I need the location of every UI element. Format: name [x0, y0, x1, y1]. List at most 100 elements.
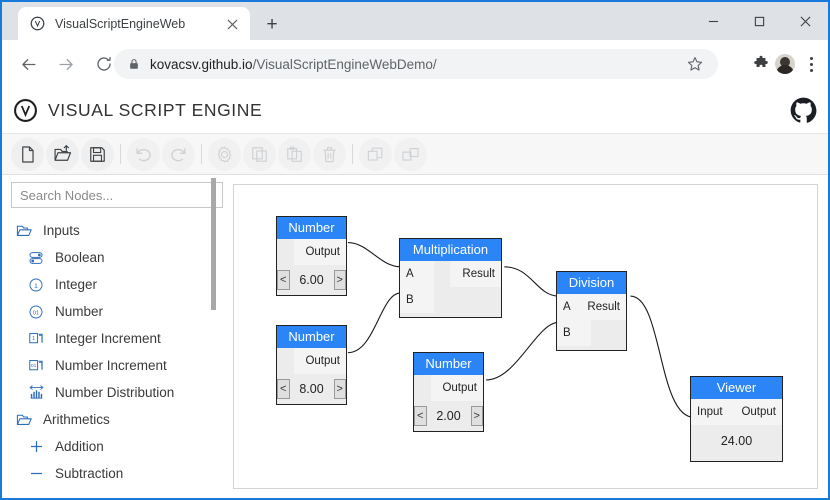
lock-icon	[128, 58, 140, 70]
node-output-slot[interactable]: Result	[450, 261, 501, 287]
node-slot-row: Output	[277, 348, 346, 374]
connection-wire[interactable]	[630, 295, 694, 418]
tree-item-number-increment[interactable]: 01 Number Increment	[2, 352, 230, 379]
increment-button[interactable]: >	[333, 270, 346, 290]
sidebar-scrollbar-track[interactable]	[211, 175, 223, 498]
tree-item-boolean[interactable]: Boolean	[2, 244, 230, 271]
connection-wire[interactable]	[347, 242, 401, 268]
tree-item-label: Boolean	[55, 250, 105, 265]
decrement-button[interactable]: <	[277, 379, 290, 399]
node-output-slot[interactable]: Output	[726, 399, 782, 425]
tree-item-label: Number Distribution	[55, 385, 175, 400]
connection-wire[interactable]	[347, 292, 401, 354]
plus-icon	[26, 437, 46, 457]
puzzle-piece-icon[interactable]	[752, 55, 770, 73]
increment-button[interactable]: >	[470, 406, 483, 426]
address-bar[interactable]: kovacsv.github.io/VisualScriptEngineWebD…	[114, 49, 718, 79]
decrement-button[interactable]: <	[277, 270, 290, 290]
browser-tab[interactable]: VisualScriptEngineWeb	[18, 7, 250, 40]
tree-item-arithmetics[interactable]: Arithmetics	[2, 406, 230, 433]
three-dot-menu-icon[interactable]	[802, 53, 820, 75]
node-output-slot[interactable]: Output	[294, 348, 346, 374]
new-file-icon[interactable]	[11, 137, 44, 171]
node-value-stepper: <2.00>	[414, 401, 483, 431]
node-input-slot[interactable]: A	[400, 261, 434, 287]
profile-avatar[interactable]	[775, 54, 795, 74]
reload-icon[interactable]	[90, 50, 118, 78]
page-title: VISUAL SCRIPT ENGINE	[48, 100, 263, 120]
node-input-slot[interactable]: B	[400, 287, 434, 313]
tree-item-subtraction[interactable]: Subtraction	[2, 460, 230, 487]
node-output-slot[interactable]: Result	[575, 294, 626, 320]
increment-button[interactable]: >	[333, 379, 346, 399]
tree-item-number[interactable]: 01 Number	[2, 298, 230, 325]
maximize-icon[interactable]	[736, 2, 782, 40]
minimize-icon[interactable]	[690, 2, 736, 40]
tab-close-icon[interactable]	[224, 16, 240, 32]
undo-arrow-icon	[127, 137, 160, 171]
ungroup-nodes-icon	[394, 137, 427, 171]
node-input-slot[interactable]: B	[557, 320, 591, 346]
vertical-scrollbar-thumb[interactable]	[211, 178, 216, 310]
search-nodes-input[interactable]: Search Nodes...	[11, 182, 223, 208]
node-value-stepper: <6.00>	[277, 265, 346, 295]
connection-wires	[347, 242, 694, 418]
minus-icon	[26, 464, 46, 484]
tree-item-label: Inputs	[43, 223, 80, 238]
node-value-stepper: <8.00 >	[277, 374, 346, 404]
node-output-slot[interactable]: Output	[294, 239, 346, 265]
node-title: Division	[557, 272, 626, 294]
url-path: /VisualScriptEngineWebDemo/	[252, 56, 437, 72]
number-increment-icon: 01	[26, 356, 46, 376]
number-distribution-icon	[26, 383, 46, 403]
toolbar-separator	[352, 144, 353, 164]
node-slot-row: B	[557, 320, 626, 346]
tree-item-number-distribution[interactable]: Number Distribution	[2, 379, 230, 406]
connection-wire[interactable]	[486, 321, 559, 381]
tree-item-label: Addition	[55, 439, 104, 454]
tree-item-label: Integer	[55, 277, 98, 292]
tree-item-label: Number	[55, 304, 104, 319]
open-file-icon[interactable]	[46, 137, 79, 171]
node-output-slot[interactable]: Output	[431, 375, 483, 401]
svg-text:01: 01	[30, 363, 36, 369]
new-tab-button[interactable]: +	[266, 13, 278, 35]
save-disk-icon[interactable]	[81, 137, 114, 171]
tree-item-label: Arithmetics	[43, 412, 110, 427]
browser-titlebar: VisualScriptEngineWeb +	[2, 2, 828, 40]
number-icon: 01	[26, 302, 46, 322]
node-value: 8.00	[299, 382, 324, 396]
forward-arrow-icon[interactable]	[52, 50, 80, 78]
tree-item-inputs[interactable]: Inputs	[2, 217, 230, 244]
address-bar-text: kovacsv.github.io/VisualScriptEngineWebD…	[150, 57, 437, 72]
bookmark-star-icon[interactable]	[686, 55, 704, 73]
github-octocat-icon[interactable]	[790, 97, 817, 124]
integer-increment-icon: 1	[26, 329, 46, 349]
back-arrow-icon[interactable]	[14, 50, 42, 78]
gear-icon	[208, 137, 241, 171]
node-title: Number	[277, 326, 346, 348]
browser-toolbar: kovacsv.github.io/VisualScriptEngineWebD…	[2, 40, 828, 89]
node-input-slot[interactable]: Input	[691, 399, 729, 425]
connection-wire[interactable]	[504, 266, 559, 297]
tree-item-label: Number Increment	[55, 358, 167, 373]
window-close-icon[interactable]	[782, 2, 828, 40]
decrement-button[interactable]: <	[414, 406, 427, 426]
node-body: Output<6.00>	[277, 239, 346, 295]
folder-open-icon	[14, 410, 34, 430]
tree-item-addition[interactable]: Addition	[2, 433, 230, 460]
